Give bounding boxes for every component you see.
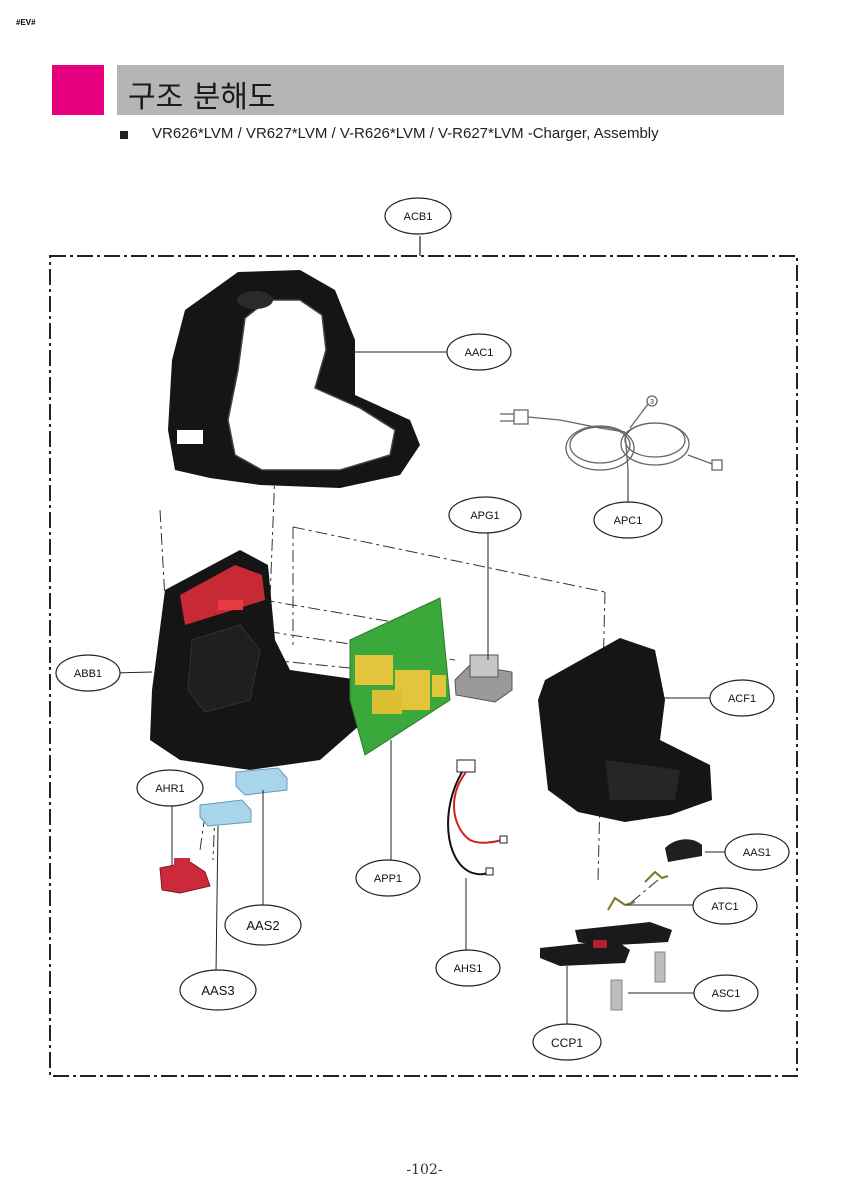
callout-ahs1-text: AHS1 [454,963,483,975]
callout-aas1-text: AAS1 [743,847,771,859]
callout-aac1-text: AAC1 [465,347,494,359]
callout-apc1: APC1 [593,501,663,539]
callout-ccp1: CCP1 [532,1023,602,1061]
callout-ccp1-text: CCP1 [551,1036,583,1050]
leader-lines [114,351,727,1028]
terminal-part [607,870,669,911]
callout-abb1: ABB1 [55,654,121,692]
callout-apg1: APG1 [448,496,522,534]
callout-asc1-text: ASC1 [712,988,741,1000]
callout-ahr1-text: AHR1 [155,783,184,795]
callout-acf1: ACF1 [709,679,775,717]
callout-atc1-text: ATC1 [711,901,738,913]
holder-part [159,858,211,894]
callout-acb1-text: ACB1 [404,211,433,223]
callout-acf1-text: ACF1 [728,693,756,705]
callout-ahr1: AHR1 [136,769,204,807]
harness-part [447,759,508,876]
pad-aas1-part [665,839,702,862]
callout-acb1: ACB1 [384,197,452,235]
contact-plate-part [540,922,672,966]
callout-aac1: AAC1 [446,333,512,371]
callout-ahs1: AHS1 [435,949,501,987]
callout-app1-text: APP1 [374,873,402,885]
bullet-icon [120,131,128,139]
pad-aas3-part [199,799,252,827]
connector-part [454,654,513,703]
document-tag: #EV# [16,18,36,27]
top-cover-part [168,270,420,488]
pad-aas2-part [235,767,288,796]
header-bar [117,65,784,115]
callout-aas2: AAS2 [224,904,302,946]
page-number: -102- [406,1162,443,1178]
power-cord-part [500,395,723,471]
callout-apc1-text: APC1 [614,515,643,527]
callout-aas2-text: AAS2 [246,918,279,933]
callout-aas3: AAS3 [179,969,257,1011]
page-title: 구조 분해도 [128,80,276,115]
callout-app1: APP1 [355,859,421,897]
pcb-part [349,597,451,756]
header-accent-square [52,65,104,115]
callout-atc1: ATC1 [692,887,758,925]
page-subtitle: VR626*LVM / VR627*LVM / V-R626*LVM / V-R… [152,125,659,142]
assembly-frame [49,255,798,1077]
callout-3-text: 3 [650,399,654,406]
callout-aas3-text: AAS3 [201,983,234,998]
callout-asc1: ASC1 [693,974,759,1012]
callout-aas1: AAS1 [724,833,790,871]
callout-abb1-text: ABB1 [74,668,102,680]
front-cover-part [538,638,712,822]
callout-apg1-text: APG1 [470,510,499,522]
base-body-part [150,550,360,770]
spring-part [610,951,666,1011]
